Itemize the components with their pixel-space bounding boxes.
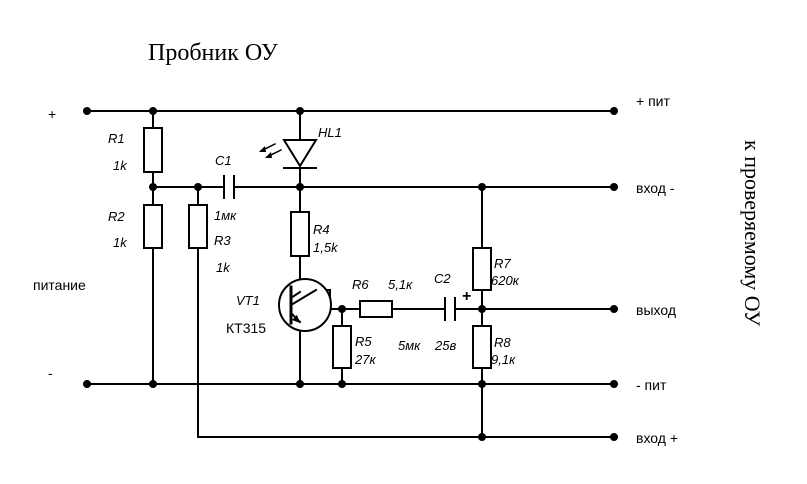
label-r2-value: 1k — [113, 235, 128, 250]
label-r4-value: 1,5k — [313, 240, 339, 255]
resistor-r3 — [188, 204, 208, 249]
resistor-r5 — [332, 325, 352, 369]
label-c2-voltage: 25в — [434, 338, 456, 353]
resistor-r1 — [143, 127, 163, 173]
label-r5-name: R5 — [355, 334, 372, 349]
label-minus-terminal: - — [48, 365, 53, 381]
label-r6-name: R6 — [352, 277, 369, 292]
label-minus-pit: - пит — [636, 377, 667, 393]
label-r1-name: R1 — [108, 131, 125, 146]
resistor-r7 — [472, 247, 492, 291]
light-arrows-icon — [259, 142, 283, 159]
label-power: питание — [33, 277, 86, 293]
wires — [86, 110, 615, 438]
page-title: Пробник ОУ — [148, 40, 278, 66]
label-c2-capacitance: 5мк — [398, 338, 421, 353]
label-r7-name: R7 — [494, 256, 511, 271]
label-hl1-name: HL1 — [318, 125, 342, 140]
resistor-r8 — [472, 325, 492, 369]
label-c1-name: C1 — [215, 153, 232, 168]
label-vt1-name: VT1 — [236, 293, 260, 308]
side-label: к проверяемому ОУ — [740, 140, 765, 326]
resistor-r4 — [290, 211, 310, 257]
label-vt1-type: КТ315 — [226, 320, 266, 336]
capacitor-c2 — [444, 297, 463, 321]
capacitor-c1 — [223, 175, 235, 199]
label-plus-pit: + пит — [636, 93, 670, 109]
led-hl1 — [259, 139, 318, 169]
label-r3-value: 1k — [216, 260, 231, 275]
junction-dots — [83, 107, 618, 441]
component-labels: R1 1k R2 1k R3 1k C1 1мк HL1 R4 1,5k VT1… — [108, 125, 520, 367]
label-vhod-minus: вход - — [636, 180, 675, 196]
label-r3-name: R3 — [214, 233, 231, 248]
components — [143, 127, 492, 369]
label-r8-value: 9,1к — [491, 352, 516, 367]
label-r6-value: 5,1к — [388, 277, 413, 292]
label-plus-terminal: + — [48, 106, 56, 122]
label-c1-value: 1мк — [214, 208, 237, 223]
label-r2-name: R2 — [108, 209, 125, 224]
resistor-r6 — [359, 300, 393, 318]
label-r5-value: 27к — [354, 352, 376, 367]
terminal-labels: + - питание + пит вход - выход - пит вхо… — [33, 93, 678, 446]
label-c2-polarity: + — [462, 288, 471, 305]
transistor-vt1 — [278, 278, 332, 332]
label-r7-value: 620к — [491, 273, 520, 288]
label-c2-name: C2 — [434, 271, 451, 286]
label-vyhod: выход — [636, 302, 676, 318]
label-r4-name: R4 — [313, 222, 330, 237]
label-r8-name: R8 — [494, 335, 511, 350]
label-r1-value: 1k — [113, 158, 128, 173]
resistor-r2 — [143, 204, 163, 249]
label-vhod-plus: вход + — [636, 430, 678, 446]
